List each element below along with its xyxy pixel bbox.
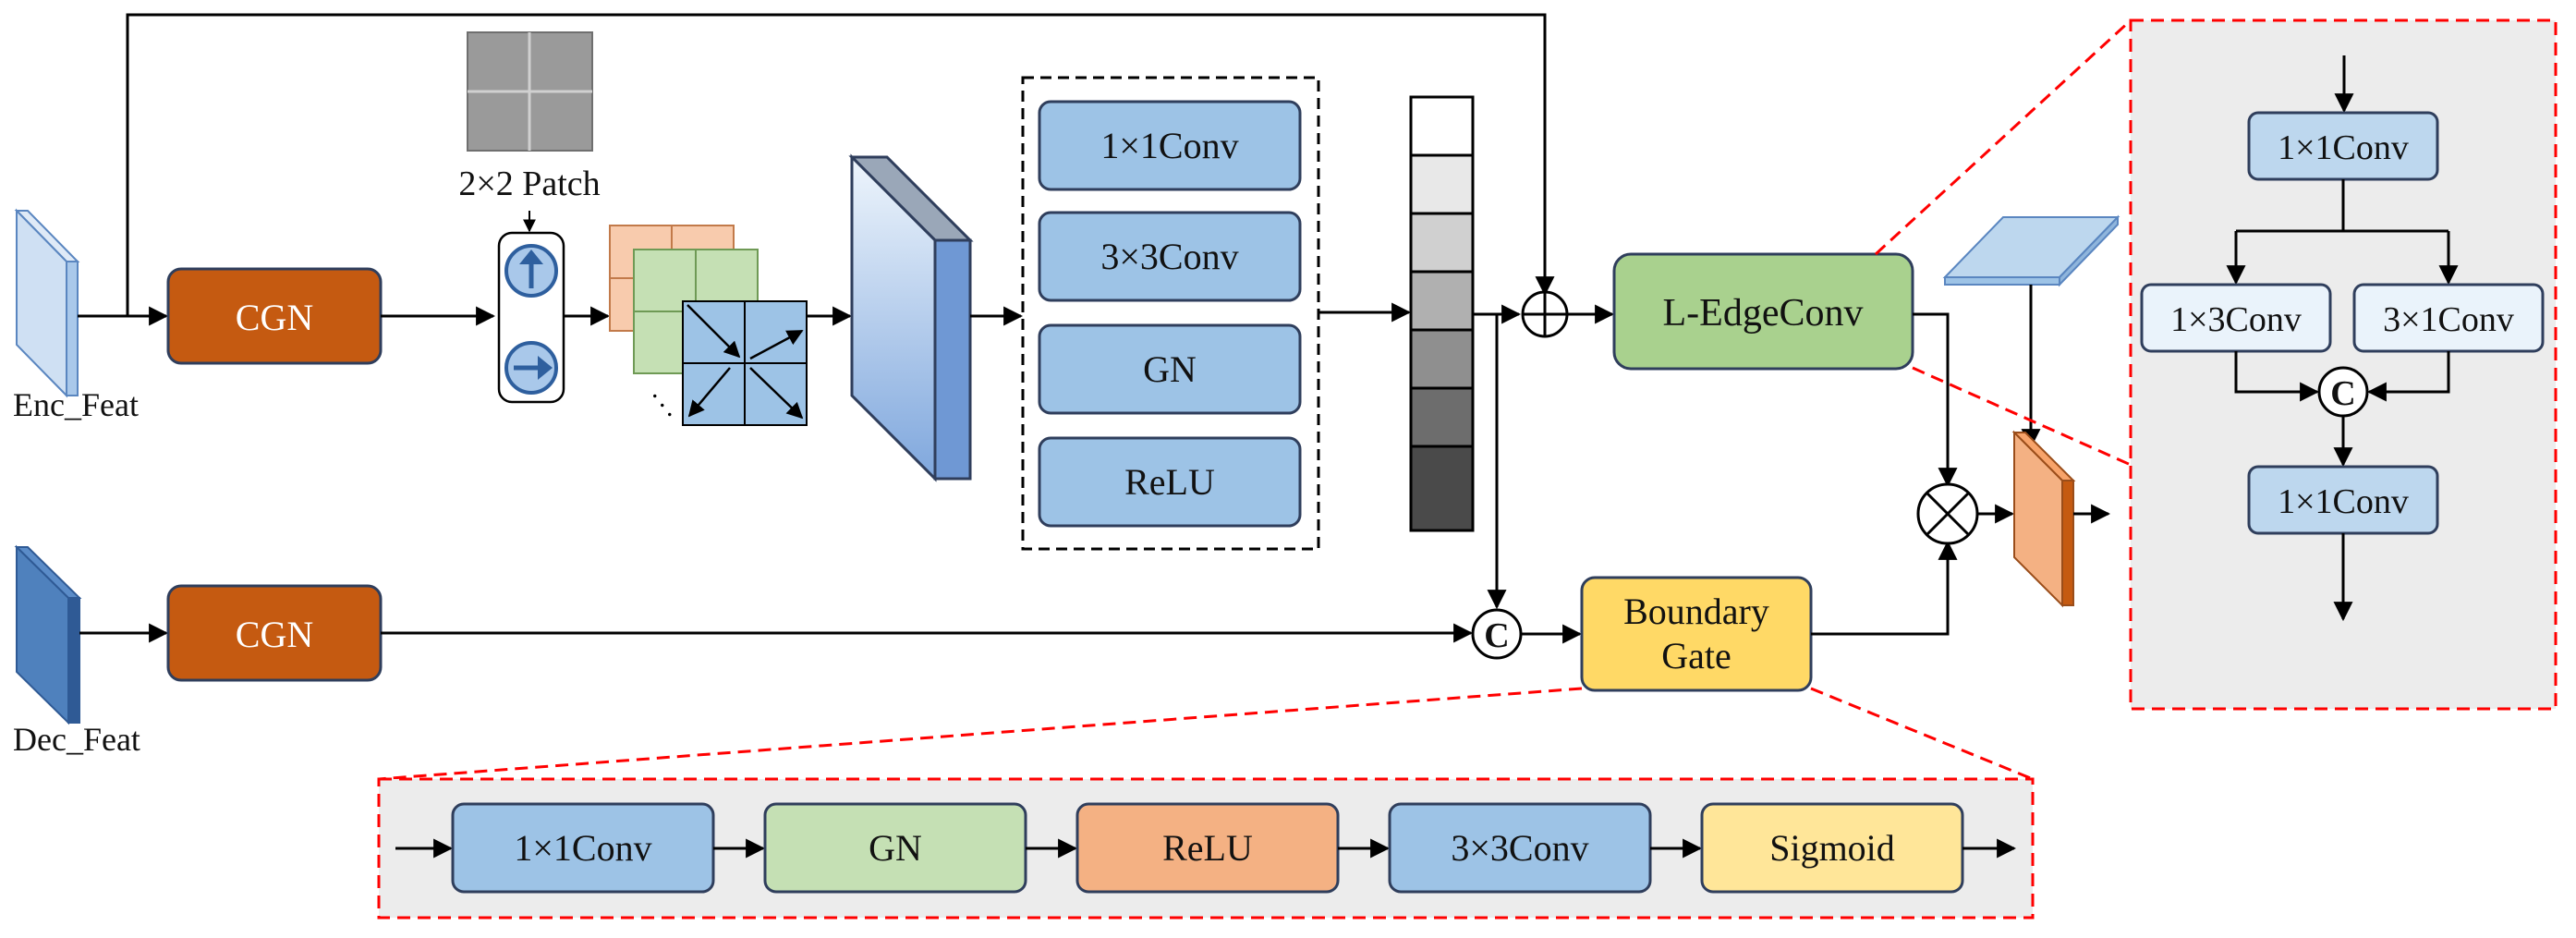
add-operator-icon	[1521, 290, 1569, 338]
edge-detail-concat-icon: C	[2317, 366, 2369, 418]
concat-operator-icon: C	[1471, 608, 1523, 660]
edgeconv-to-multiply-arrow	[1913, 312, 1958, 488]
feature-volume-block	[848, 153, 974, 482]
l-edgeconv-block: L-EdgeConv	[1612, 252, 1914, 371]
conv-block-3x3: 3×3Conv	[1038, 211, 1302, 302]
gate-step-relu: ReLU	[1075, 802, 1340, 894]
gate-step-conv1x1: 1×1Conv	[451, 802, 715, 894]
attention-plate	[1942, 214, 2120, 287]
cgn-encoder: CGN	[166, 267, 383, 365]
gate-detail-connector-left	[378, 687, 1583, 781]
shift-up-icon	[504, 244, 558, 298]
edge-detail-left-merge	[2234, 351, 2320, 402]
edge-detail-right-merge	[2366, 351, 2450, 402]
skip-connection-arrow	[126, 13, 1555, 316]
dec-feat-label: Dec_Feat	[13, 721, 140, 758]
enc-feat-block	[14, 208, 80, 398]
gate-step-sigmoid: Sigmoid	[1700, 802, 1964, 894]
gate-step-conv1x1-label: 1×1Conv	[514, 827, 651, 869]
gate-to-multiply-arrow	[1811, 540, 1958, 636]
gate-detail-connector-right	[1810, 687, 2034, 781]
boundary-gate-line2: Gate	[1661, 635, 1732, 676]
conv-block-relu: ReLU	[1038, 436, 1302, 528]
edge-detail-right-label: 3×1Conv	[2383, 300, 2514, 339]
conv-block-3x3-label: 3×3Conv	[1100, 236, 1238, 277]
conv-block-relu-label: ReLU	[1124, 461, 1215, 503]
boundary-gate-block: Boundary Gate	[1580, 576, 1813, 692]
gate-step-gn: GN	[763, 802, 1027, 894]
edge-detail-split-line	[2236, 179, 2448, 233]
patch-grid-icon	[467, 31, 593, 152]
output-feature-block	[2011, 430, 2076, 608]
cgn-decoder: CGN	[166, 584, 383, 682]
edge-detail-bottom-conv: 1×1Conv	[2247, 465, 2439, 535]
gate-step-conv3x3: 3×3Conv	[1388, 802, 1652, 894]
concat-symbol: C	[1484, 616, 1509, 655]
svg-text:.: .	[659, 383, 666, 413]
l-edgeconv-label: L-EdgeConv	[1663, 292, 1864, 335]
conv-block-1x1: 1×1Conv	[1038, 100, 1302, 191]
edge-detail-top-conv: 1×1Conv	[2247, 111, 2439, 181]
multiply-operator-icon	[1916, 482, 1979, 545]
cgn-decoder-label: CGN	[236, 614, 313, 655]
gate-step-conv3x3-label: 3×3Conv	[1451, 827, 1588, 869]
edge-detail-right-conv: 3×1Conv	[2352, 283, 2545, 353]
patch-label: 2×2 Patch	[458, 164, 600, 203]
svg-text:.: .	[666, 392, 674, 422]
svg-text:.: .	[651, 373, 659, 404]
boundary-gate-line1: Boundary	[1623, 591, 1769, 632]
gate-step-relu-label: ReLU	[1162, 827, 1253, 869]
gate-step-sigmoid-label: Sigmoid	[1769, 827, 1895, 869]
cgn-encoder-label: CGN	[236, 297, 313, 338]
shifted-patches-icon: . . .	[609, 225, 808, 426]
shift-right-icon	[504, 341, 558, 395]
edge-detail-top-label: 1×1Conv	[2278, 128, 2409, 167]
conv-block-gn-label: GN	[1143, 348, 1197, 390]
enc-feat-label: Enc_Feat	[13, 386, 139, 423]
edge-detail-concat-symbol: C	[2330, 374, 2355, 413]
edge-detail-bottom-label: 1×1Conv	[2278, 482, 2409, 521]
dec-feat-block	[14, 544, 82, 725]
feature-vector	[1409, 95, 1475, 532]
conv-block-1x1-label: 1×1Conv	[1100, 125, 1238, 166]
conv-block-gn: GN	[1038, 323, 1302, 415]
gate-step-gn-label: GN	[869, 827, 922, 869]
edge-detail-left-label: 1×3Conv	[2170, 300, 2302, 339]
edge-detail-connector-top	[1874, 18, 2132, 256]
edge-detail-left-conv: 1×3Conv	[2140, 283, 2332, 353]
shift-module	[497, 231, 565, 404]
